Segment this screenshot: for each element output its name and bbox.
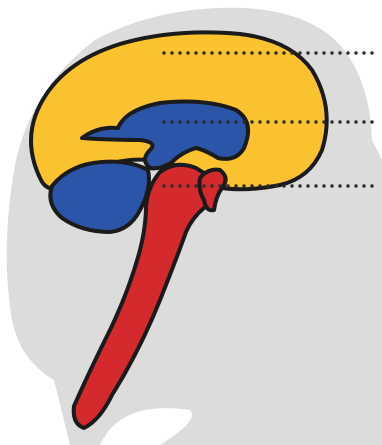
leader-dot-cerebrum bbox=[290, 51, 293, 54]
cerebellum bbox=[50, 162, 149, 232]
leader-dot-cerebrum bbox=[354, 51, 357, 54]
leader-dot-diencephalon-cerebellum bbox=[314, 120, 317, 123]
leader-dot-diencephalon-cerebellum bbox=[290, 120, 293, 123]
leader-dot-brainstem-spinal-cord bbox=[354, 184, 357, 187]
leader-dot-diencephalon-cerebellum bbox=[170, 120, 173, 123]
leader-dot-brainstem-spinal-cord bbox=[346, 184, 349, 187]
leader-dot-brainstem-spinal-cord bbox=[226, 184, 229, 187]
leader-dot-diencephalon-cerebellum bbox=[362, 120, 365, 123]
leader-dot-diencephalon-cerebellum bbox=[210, 120, 213, 123]
leader-dot-cerebrum bbox=[266, 51, 269, 54]
leader-dot-brainstem-spinal-cord bbox=[178, 184, 181, 187]
leader-dot-diencephalon-cerebellum bbox=[250, 120, 253, 123]
leader-dot-cerebrum bbox=[330, 51, 333, 54]
leader-dot-brainstem-spinal-cord bbox=[242, 184, 245, 187]
leader-dot-diencephalon-cerebellum bbox=[234, 120, 237, 123]
leader-dot-brainstem-spinal-cord bbox=[194, 184, 197, 187]
leader-dot-cerebrum bbox=[218, 51, 221, 54]
leader-dot-diencephalon-cerebellum bbox=[218, 120, 221, 123]
leader-dot-brainstem-spinal-cord bbox=[210, 184, 213, 187]
leader-dot-cerebrum bbox=[258, 51, 261, 54]
leader-dot-cerebrum bbox=[370, 51, 373, 54]
leader-dot-brainstem-spinal-cord bbox=[282, 184, 285, 187]
leader-dot-cerebrum bbox=[362, 51, 365, 54]
leader-dot-cerebrum bbox=[338, 51, 341, 54]
leader-dot-brainstem-spinal-cord bbox=[218, 184, 221, 187]
leader-dot-brainstem-spinal-cord bbox=[322, 184, 325, 187]
leader-dot-brainstem-spinal-cord bbox=[234, 184, 237, 187]
leader-dot-brainstem-spinal-cord bbox=[202, 184, 205, 187]
leader-dot-diencephalon-cerebellum bbox=[162, 120, 165, 123]
leader-dot-diencephalon-cerebellum bbox=[338, 120, 341, 123]
leader-dot-diencephalon-cerebellum bbox=[298, 120, 301, 123]
leader-dot-cerebrum bbox=[186, 51, 189, 54]
leader-dot-cerebrum bbox=[234, 51, 237, 54]
leader-dot-diencephalon-cerebellum bbox=[282, 120, 285, 123]
leader-dot-brainstem-spinal-cord bbox=[370, 184, 373, 187]
leader-dot-diencephalon-cerebellum bbox=[202, 120, 205, 123]
leader-dot-cerebrum bbox=[346, 51, 349, 54]
leader-dot-cerebrum bbox=[322, 51, 325, 54]
leader-dot-cerebrum bbox=[170, 51, 173, 54]
leader-dot-diencephalon-cerebellum bbox=[226, 120, 229, 123]
leader-dot-brainstem-spinal-cord bbox=[290, 184, 293, 187]
leader-dot-cerebrum bbox=[242, 51, 245, 54]
leader-dot-cerebrum bbox=[194, 51, 197, 54]
leader-dot-brainstem-spinal-cord bbox=[338, 184, 341, 187]
leader-dot-diencephalon-cerebellum bbox=[178, 120, 181, 123]
leader-dot-cerebrum bbox=[298, 51, 301, 54]
leader-dot-brainstem-spinal-cord bbox=[170, 184, 173, 187]
leader-dot-brainstem-spinal-cord bbox=[362, 184, 365, 187]
leader-dot-diencephalon-cerebellum bbox=[186, 120, 189, 123]
leader-dot-cerebrum bbox=[210, 51, 213, 54]
leader-dot-brainstem-spinal-cord bbox=[258, 184, 261, 187]
leader-dot-brainstem-spinal-cord bbox=[162, 184, 165, 187]
leader-dot-diencephalon-cerebellum bbox=[370, 120, 373, 123]
leader-dot-brainstem-spinal-cord bbox=[186, 184, 189, 187]
leader-dot-diencephalon-cerebellum bbox=[258, 120, 261, 123]
leader-dot-diencephalon-cerebellum bbox=[346, 120, 349, 123]
leader-dot-brainstem-spinal-cord bbox=[266, 184, 269, 187]
leader-dot-diencephalon-cerebellum bbox=[330, 120, 333, 123]
leader-dot-brainstem-spinal-cord bbox=[250, 184, 253, 187]
leader-dot-brainstem-spinal-cord bbox=[330, 184, 333, 187]
leader-dot-cerebrum bbox=[306, 51, 309, 54]
leader-dot-diencephalon-cerebellum bbox=[306, 120, 309, 123]
leader-dot-brainstem-spinal-cord bbox=[306, 184, 309, 187]
leader-dot-diencephalon-cerebellum bbox=[242, 120, 245, 123]
leader-dot-brainstem-spinal-cord bbox=[314, 184, 317, 187]
leader-dot-cerebrum bbox=[178, 51, 181, 54]
leader-dot-brainstem-spinal-cord bbox=[274, 184, 277, 187]
leader-dot-diencephalon-cerebellum bbox=[194, 120, 197, 123]
leader-dot-cerebrum bbox=[250, 51, 253, 54]
leader-dot-diencephalon-cerebellum bbox=[322, 120, 325, 123]
leader-dot-cerebrum bbox=[226, 51, 229, 54]
leader-dot-cerebrum bbox=[282, 51, 285, 54]
leader-dot-cerebrum bbox=[274, 51, 277, 54]
leader-dot-diencephalon-cerebellum bbox=[266, 120, 269, 123]
leader-dot-cerebrum bbox=[202, 51, 205, 54]
leader-dot-cerebrum bbox=[314, 51, 317, 54]
leader-dot-cerebrum bbox=[162, 51, 165, 54]
leader-dot-diencephalon-cerebellum bbox=[354, 120, 357, 123]
leader-dot-brainstem-spinal-cord bbox=[298, 184, 301, 187]
leader-dot-diencephalon-cerebellum bbox=[274, 120, 277, 123]
